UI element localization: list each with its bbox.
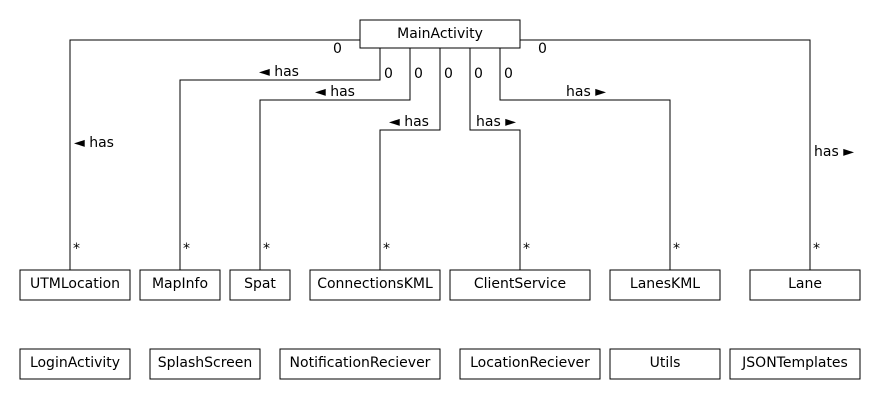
class-box-clientservice <box>449 269 591 301</box>
class-name-lane: Lane <box>788 276 822 292</box>
class-box-notificationreciever <box>279 348 441 380</box>
target-multiplicities: * * * * * * * <box>73 241 820 257</box>
class-name-locationreciever: LocationReciever <box>470 355 590 371</box>
class-box-mainactivity: MainActivity <box>359 19 521 49</box>
has-label-utmlocation: ◄ has <box>74 135 114 151</box>
target-mult-laneskml: * <box>673 241 680 257</box>
edge-mapinfo <box>179 48 381 270</box>
edge-connectionskml <box>379 48 441 270</box>
class-box-utmlocation <box>19 269 131 301</box>
class-name-clientservice: ClientService <box>474 276 566 292</box>
edge-clientservice <box>469 48 521 270</box>
edge-laneskml <box>499 48 671 270</box>
edge-lane <box>520 39 811 270</box>
edge-spat <box>259 48 411 270</box>
class-box-spat <box>229 269 291 301</box>
class-box-loginactivity <box>19 348 131 380</box>
class-name-spat: Spat <box>244 276 276 292</box>
associated-classes-row: UTMLocation MapInfo Spat ConnectionsKML … <box>19 269 861 301</box>
class-box-jsontemplates <box>729 348 861 380</box>
class-name-connectionskml: ConnectionsKML <box>317 276 433 292</box>
class-name-mainactivity: MainActivity <box>397 26 483 42</box>
class-name-jsontemplates: JSONTemplates <box>741 355 848 371</box>
edge-utmlocation <box>69 39 360 270</box>
target-mult-clientservice: * <box>523 241 530 257</box>
has-label-laneskml: has ► <box>566 84 606 100</box>
target-mult-utmlocation: * <box>73 241 80 257</box>
class-box-lane <box>749 269 861 301</box>
class-name-utmlocation: UTMLocation <box>30 276 120 292</box>
class-name-splashscreen: SplashScreen <box>158 355 253 371</box>
class-box-frame <box>359 19 521 49</box>
target-mult-lane: * <box>813 241 820 257</box>
has-label-spat: ◄ has <box>315 84 355 100</box>
association-labels: ◄ has ◄ has ◄ has ◄ has has ► has ► has … <box>74 64 854 160</box>
has-label-clientservice: has ► <box>476 114 516 130</box>
class-name-utils: Utils <box>650 355 681 371</box>
source-mult-laneskml: 0 <box>504 66 513 82</box>
target-mult-mapinfo: * <box>183 241 190 257</box>
source-multiplicities: 0 0 0 0 0 0 0 <box>333 41 547 82</box>
source-mult-mapinfo: 0 <box>384 66 393 82</box>
source-mult-spat: 0 <box>414 66 423 82</box>
class-box-mapinfo <box>139 269 221 301</box>
class-name-loginactivity: LoginActivity <box>30 355 120 371</box>
class-box-laneskml <box>609 269 721 301</box>
class-name-mapinfo: MapInfo <box>152 276 208 292</box>
class-box-connectionskml <box>309 269 441 301</box>
class-name-laneskml: LanesKML <box>630 276 700 292</box>
has-label-mapinfo: ◄ has <box>259 64 299 80</box>
class-box-utils <box>609 348 721 380</box>
has-label-lane: has ► <box>814 144 854 160</box>
source-mult-clientservice: 0 <box>474 66 483 82</box>
class-box-locationreciever <box>459 348 601 380</box>
class-name-notificationreciever: NotificationReciever <box>290 355 431 371</box>
target-mult-connectionskml: * <box>383 241 390 257</box>
has-label-connectionskml: ◄ has <box>389 114 429 130</box>
association-lines <box>69 39 811 270</box>
source-mult-utmlocation: 0 <box>333 41 342 57</box>
standalone-classes-row: LoginActivity SplashScreen NotificationR… <box>19 348 861 380</box>
target-mult-spat: * <box>263 241 270 257</box>
class-box-splashscreen <box>149 348 261 380</box>
source-mult-lane: 0 <box>538 41 547 57</box>
source-mult-connectionskml: 0 <box>444 66 453 82</box>
